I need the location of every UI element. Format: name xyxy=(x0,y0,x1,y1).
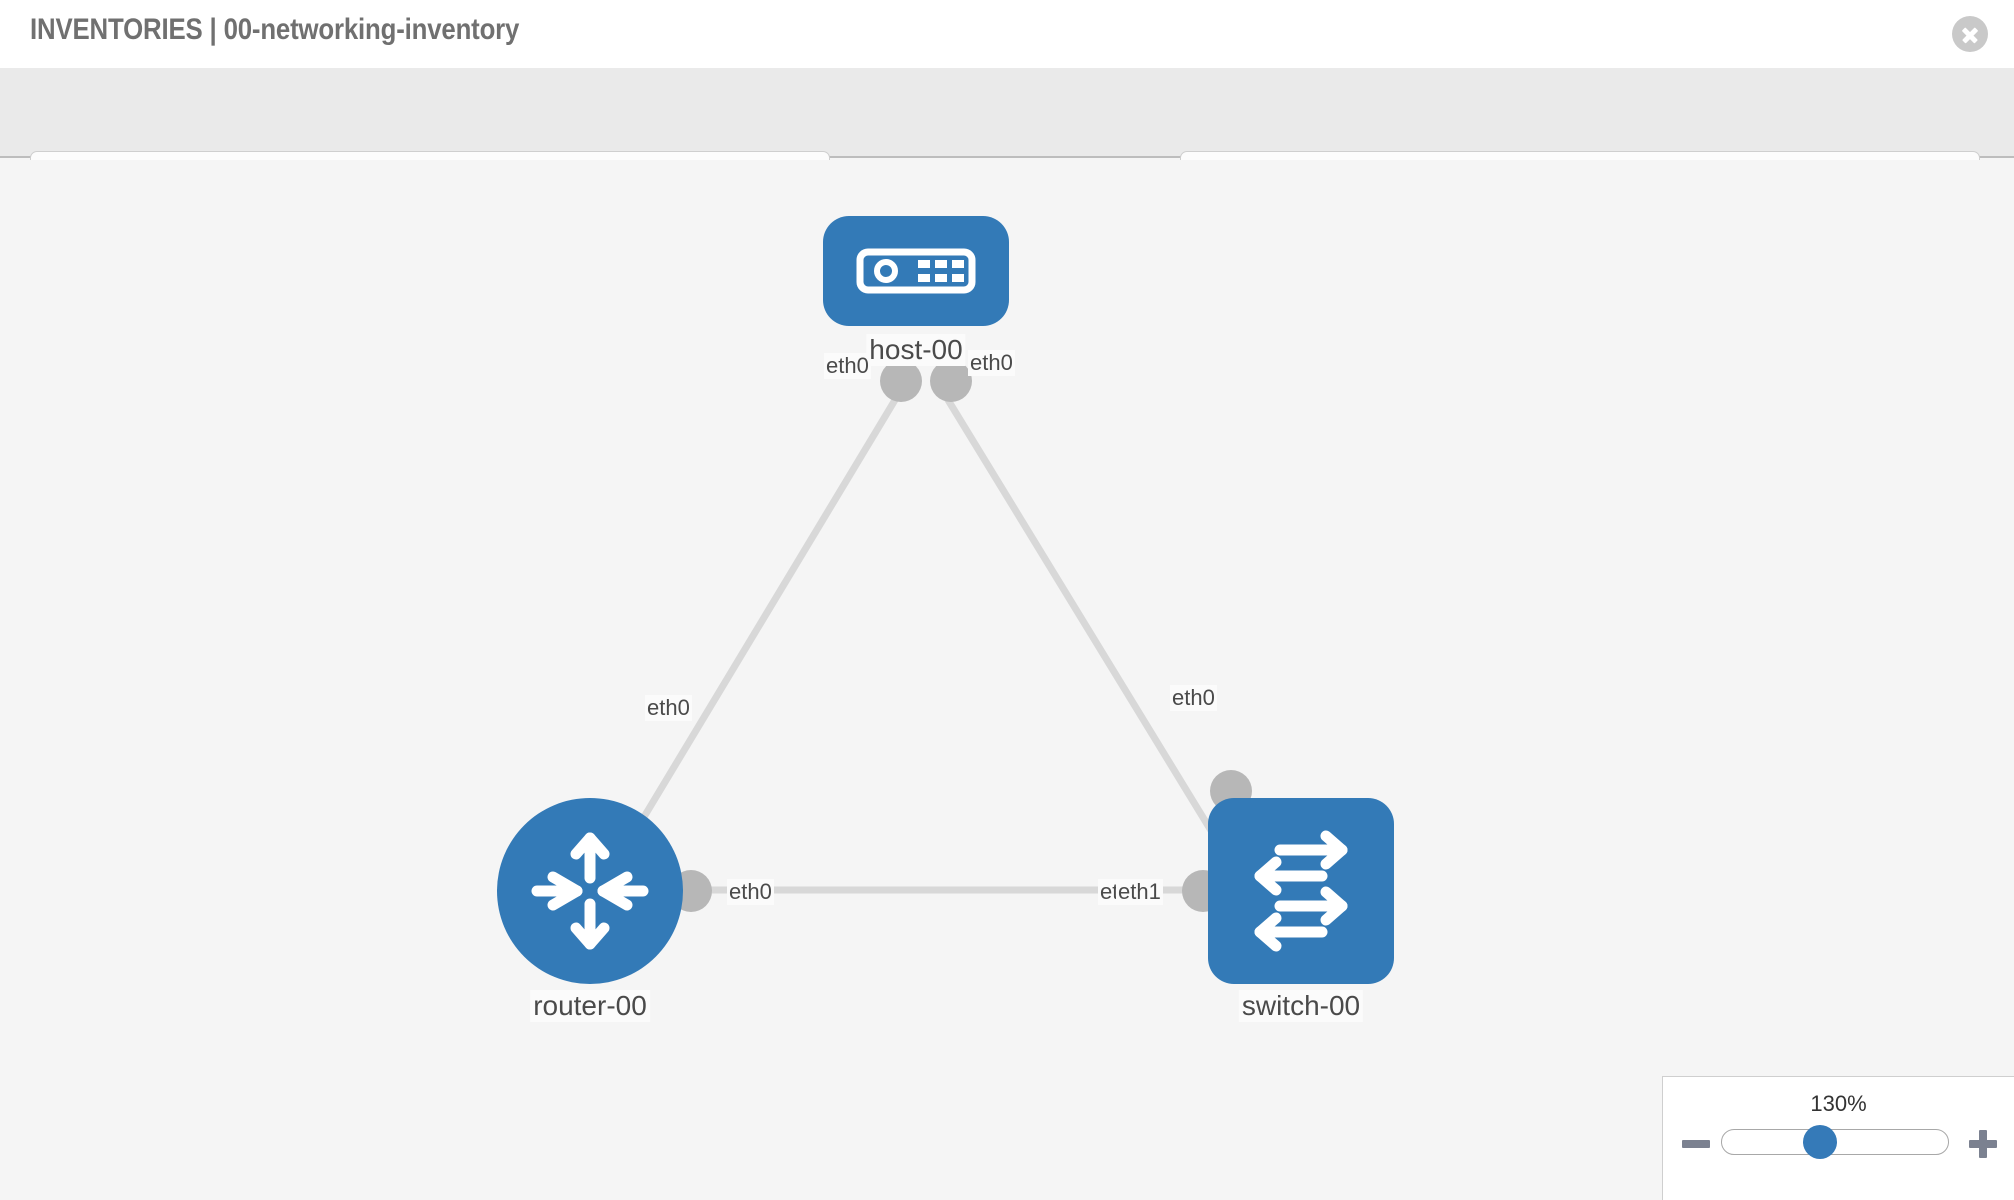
node-host-00[interactable]: host-00 xyxy=(823,216,1009,366)
zoom-control-panel: 130% xyxy=(1662,1076,2014,1200)
node-router-00-label: router-00 xyxy=(530,990,650,1022)
plus-icon-vertical xyxy=(1979,1130,1987,1158)
page-title: INVENTORIES | 00-networking-inventory xyxy=(30,13,520,46)
zoom-slider-thumb[interactable] xyxy=(1803,1125,1837,1159)
topology-canvas[interactable]: host-00 router-00 xyxy=(0,160,2014,1200)
server-icon xyxy=(856,248,976,294)
node-switch-00-shape xyxy=(1208,798,1394,984)
router-arrows-icon xyxy=(531,832,649,950)
link-label-router-host-eth0: eth0 xyxy=(645,695,692,721)
interface-marker xyxy=(880,360,922,402)
node-host-00-label: host-00 xyxy=(866,334,966,366)
switch-arrows-icon xyxy=(1254,830,1348,952)
close-icon[interactable] xyxy=(1952,16,1988,52)
node-router-00-shape xyxy=(497,798,683,984)
title-bar: INVENTORIES | 00-networking-inventory xyxy=(0,0,2014,68)
zoom-level-value: 130% xyxy=(1810,1091,1867,1116)
node-host-00-shape xyxy=(823,216,1009,326)
toolbar: ACTIONS SEARCH xyxy=(0,68,2014,205)
interface-marker xyxy=(930,360,972,402)
link-label-host-router-eth0: eth0 xyxy=(824,353,871,379)
zoom-in-button[interactable] xyxy=(1966,1127,2000,1161)
link-label-router-switch-eth0: eth0 xyxy=(727,879,774,905)
link-label-switch-router-eth1: eth1 xyxy=(1116,879,1163,905)
zoom-out-button[interactable] xyxy=(1679,1127,1713,1161)
node-switch-00[interactable]: switch-00 xyxy=(1208,798,1394,1022)
link-label-switch-host-eth0: eth0 xyxy=(1170,685,1217,711)
minus-icon xyxy=(1682,1140,1710,1148)
link-label-host-switch-eth0: eth0 xyxy=(968,350,1015,376)
node-switch-00-label: switch-00 xyxy=(1238,990,1364,1022)
node-router-00[interactable]: router-00 xyxy=(497,798,683,1022)
